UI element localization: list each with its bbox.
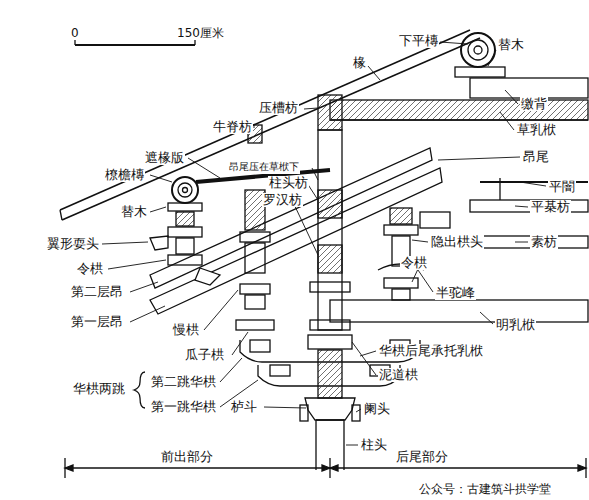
part-name: 隐出栱头 — [430, 235, 484, 249]
watermark: 公众号：古建筑斗拱学堂 — [418, 482, 552, 496]
part-name: 压槽枋 — [258, 101, 299, 115]
part-name: 阑头 — [363, 402, 391, 416]
part-name: 昂尾 — [522, 150, 550, 164]
part-name: 平闇 — [548, 180, 576, 194]
part-name: 遮椽版 — [144, 151, 185, 165]
part-name: 令栱 — [400, 256, 428, 270]
part-name: 素枋 — [530, 235, 558, 249]
dimension-label: 后尾部分 — [395, 450, 449, 464]
part-name: 华栱后尾承托乳栿 — [378, 344, 484, 358]
part-name: 令栱 — [76, 262, 104, 276]
part-name: 翼形耍头 — [46, 237, 100, 251]
part-name: 泥道栱 — [378, 368, 419, 382]
part-name: 橑檐槫 — [104, 168, 145, 182]
part-name: 缴背 — [520, 97, 548, 111]
part-name: 罗汉枋 — [262, 193, 303, 207]
part-name: 明乳栿 — [495, 318, 536, 332]
part-name: 栌斗 — [230, 400, 258, 414]
part-name: 柱头 — [360, 438, 388, 452]
part-name: 华栱两跳 — [72, 382, 126, 396]
part-name: 牛脊枋 — [212, 120, 253, 134]
part-name: 椽 — [352, 56, 367, 70]
part-name: 下平槫 — [398, 34, 439, 48]
dimension-label: 前出部分 — [160, 450, 214, 464]
part-name: 平棊枋 — [530, 200, 571, 214]
part-name: 草乳栿 — [516, 123, 557, 137]
part-name: 第二层昂 — [70, 285, 124, 299]
part-name: 替木 — [120, 205, 148, 219]
scale-zero: 0 — [70, 26, 80, 40]
part-name: 慢栱 — [172, 323, 200, 337]
part-name: 昂尾压在草栿下 — [228, 160, 300, 174]
part-name: 瓜子栱 — [184, 348, 225, 362]
part-name: 半驼峰 — [435, 286, 476, 300]
part-name: 柱头枋 — [268, 176, 309, 190]
part-name: 替木 — [497, 38, 525, 52]
scale-length: 150厘米 — [176, 26, 225, 40]
part-name: 第二跳华栱 — [150, 375, 217, 389]
part-name: 第一跳华栱 — [150, 400, 217, 414]
part-name: 第一层昂 — [70, 315, 124, 329]
